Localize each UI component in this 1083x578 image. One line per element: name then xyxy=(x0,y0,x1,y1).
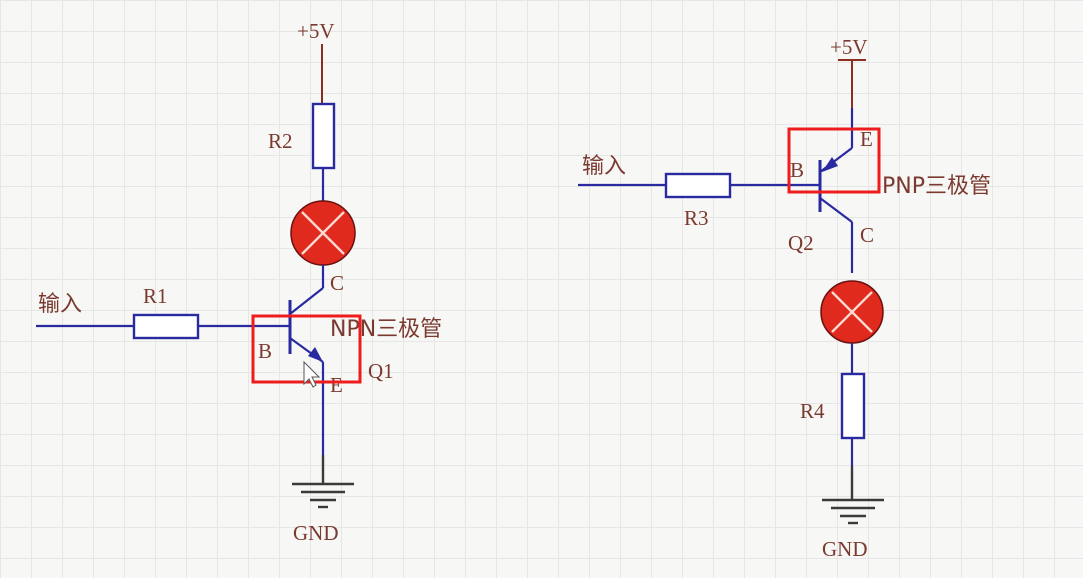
resistor-r3 xyxy=(664,172,732,199)
pnp-circuit: +5V E 输入 R3 B C Q2 PNP三极管 R4 xyxy=(578,35,991,561)
pnp-pin-e-label: E xyxy=(860,127,873,151)
mouse-cursor-icon xyxy=(303,360,321,388)
npn-input-label: 输入 xyxy=(38,292,82,317)
npn-lamp-icon xyxy=(290,200,356,266)
pnp-supply-label: +5V xyxy=(830,35,868,59)
pnp-lamp-icon xyxy=(820,280,884,344)
r2-label: R2 xyxy=(268,129,293,153)
npn-pin-b-label: B xyxy=(258,339,272,363)
pnp-ground-icon xyxy=(822,466,884,525)
r1-label: R1 xyxy=(143,284,168,308)
resistor-r1 xyxy=(132,313,200,340)
npn-transistor-icon xyxy=(288,287,324,363)
r4-label: R4 xyxy=(800,399,825,423)
pnp-input-label: 输入 xyxy=(582,154,626,179)
pnp-highlight-box xyxy=(787,127,881,194)
pnp-ground-label: GND xyxy=(822,537,868,561)
pnp-transistor-icon xyxy=(818,147,853,223)
pnp-pin-b-label: B xyxy=(790,158,804,182)
pnp-type-label: PNP三极管 xyxy=(882,174,991,199)
npn-supply-label: +5V xyxy=(297,19,335,43)
npn-pin-e-label: E xyxy=(330,373,343,397)
r3-label: R3 xyxy=(684,206,709,230)
resistor-r4 xyxy=(840,372,866,440)
npn-ground-label: GND xyxy=(293,521,339,545)
q1-label: Q1 xyxy=(368,359,394,383)
npn-circuit: +5V R2 C 输入 R1 B E Q1 NPN三极管 xyxy=(36,19,442,545)
npn-type-label: NPN三极管 xyxy=(330,317,442,342)
resistor-r2 xyxy=(311,102,336,170)
npn-ground-icon xyxy=(292,455,354,509)
q2-label: Q2 xyxy=(788,231,814,255)
pnp-pin-c-label: C xyxy=(860,223,874,247)
npn-pin-c-label: C xyxy=(330,271,344,295)
